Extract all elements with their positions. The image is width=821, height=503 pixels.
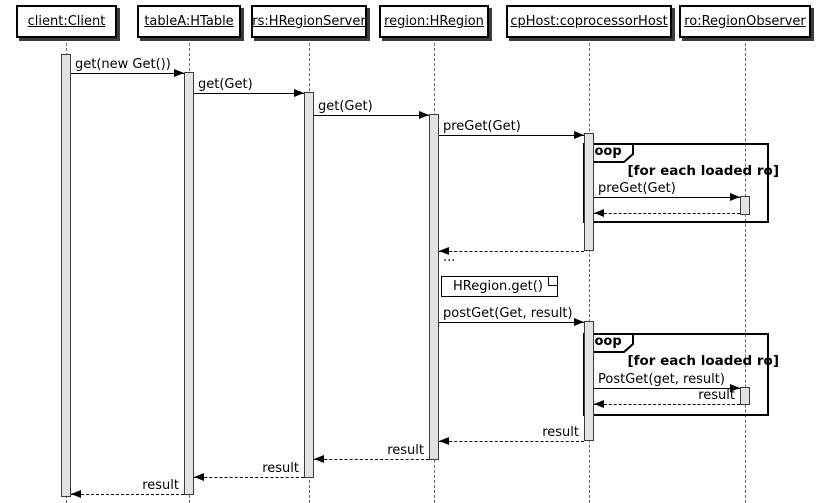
participant-tablea: tableA:HTable bbox=[137, 5, 241, 38]
message-line bbox=[594, 197, 740, 198]
arrowhead-right-icon bbox=[174, 69, 184, 77]
ellipsis-divider: ... bbox=[443, 250, 456, 265]
message-line bbox=[194, 93, 304, 94]
message-line bbox=[594, 404, 740, 405]
participant-rs: rs:HRegionServer bbox=[251, 5, 367, 38]
activation-rs bbox=[304, 92, 314, 478]
activation-tablea bbox=[184, 72, 194, 495]
note-fold-icon bbox=[547, 277, 557, 286]
message-label: get(new Get()) bbox=[75, 57, 171, 72]
note-hregion-get: HRegion.get() bbox=[441, 276, 558, 297]
message-line bbox=[314, 459, 429, 460]
loop-guard: [for each loaded ro] bbox=[627, 353, 779, 369]
arrowhead-right-icon bbox=[730, 384, 740, 392]
loop-keyword: loop bbox=[590, 334, 622, 349]
message-line bbox=[71, 73, 184, 74]
message-line bbox=[594, 213, 740, 214]
arrowhead-left-icon bbox=[314, 455, 324, 463]
activation-cphost-1 bbox=[584, 133, 594, 251]
loop-fragment-preget: loop [for each loaded ro] bbox=[583, 143, 779, 223]
arrowhead-right-icon bbox=[730, 193, 740, 201]
activation-ro-2 bbox=[740, 387, 750, 405]
message-label: PostGet(get, result) bbox=[598, 372, 725, 387]
arrowhead-right-icon bbox=[294, 89, 304, 97]
participant-ro: ro:RegionObserver bbox=[679, 5, 811, 38]
loop-keyword: loop bbox=[590, 144, 622, 159]
message-line bbox=[194, 477, 304, 478]
arrowhead-right-icon bbox=[419, 111, 429, 119]
participant-region: region:HRegion bbox=[379, 5, 489, 38]
arrowhead-left-icon bbox=[439, 247, 449, 255]
arrowhead-right-icon bbox=[574, 131, 584, 139]
message-line bbox=[439, 251, 584, 252]
message-label: postGet(Get, result) bbox=[443, 306, 573, 321]
arrowhead-left-icon bbox=[194, 473, 204, 481]
activation-region bbox=[429, 114, 439, 460]
activation-ro-1 bbox=[740, 196, 750, 215]
message-label: result bbox=[387, 443, 424, 458]
lifeline-ro bbox=[745, 38, 746, 503]
message-line bbox=[314, 115, 429, 116]
arrowhead-left-icon bbox=[71, 490, 81, 498]
arrowhead-right-icon bbox=[574, 318, 584, 326]
message-label: result bbox=[262, 461, 299, 476]
message-label: result bbox=[142, 478, 179, 493]
arrowhead-left-icon bbox=[439, 437, 449, 445]
message-label: preGet(Get) bbox=[443, 119, 521, 134]
message-line bbox=[71, 494, 184, 495]
message-label: get(Get) bbox=[318, 99, 373, 114]
message-line bbox=[594, 388, 740, 389]
message-label: get(Get) bbox=[198, 77, 253, 92]
arrowhead-left-icon bbox=[594, 209, 604, 217]
message-line bbox=[439, 441, 584, 442]
message-line bbox=[439, 322, 584, 323]
participant-cphost: cpHost:coprocessorHost bbox=[506, 5, 672, 38]
lifeline-cphost bbox=[589, 38, 590, 503]
loop-guard: [for each loaded ro] bbox=[627, 163, 779, 179]
message-label: result bbox=[698, 388, 735, 403]
activation-client bbox=[61, 54, 71, 497]
participant-client: client:Client bbox=[16, 5, 117, 38]
arrowhead-left-icon bbox=[594, 400, 604, 408]
message-label: result bbox=[542, 425, 579, 440]
note-text: HRegion.get() bbox=[453, 279, 543, 294]
activation-cphost-2 bbox=[584, 321, 594, 441]
message-line bbox=[439, 135, 584, 136]
message-label: preGet(Get) bbox=[598, 181, 676, 196]
